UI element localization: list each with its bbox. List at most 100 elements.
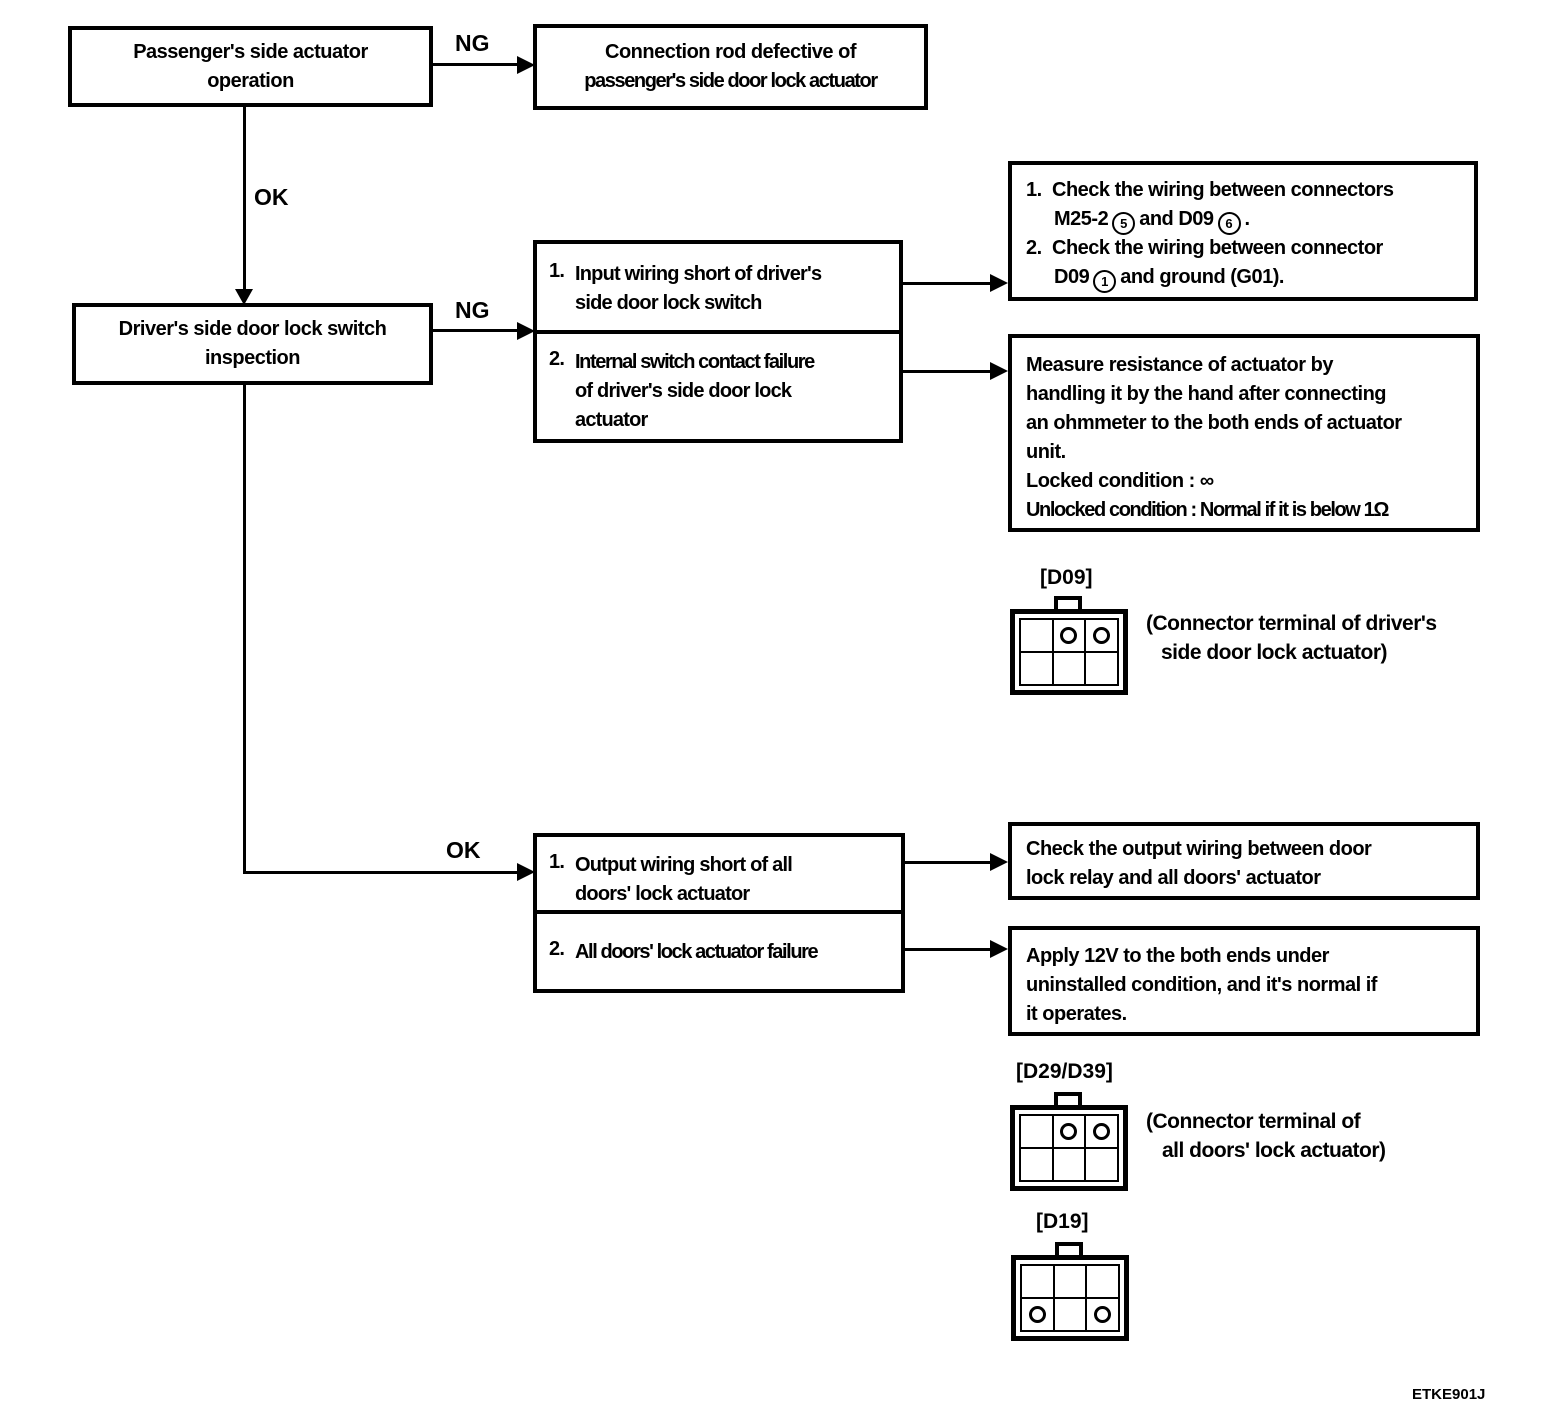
item-number: 2.	[549, 938, 565, 960]
item-number: 1.	[549, 851, 565, 873]
flow-line	[432, 63, 519, 66]
pin-circle	[1060, 627, 1078, 644]
flow-line	[903, 282, 992, 285]
box-text-line: Output wiring short of all	[575, 854, 793, 876]
pin-cell-occupied	[1051, 618, 1087, 653]
check-wiring-box: 1. Check the wiring between connectors M2…	[1008, 161, 1478, 301]
section-divider	[537, 910, 901, 914]
item-text: Output wiring short of all doors' lock a…	[575, 851, 793, 909]
item-number: 1.	[1026, 179, 1042, 201]
arrow-right-icon	[517, 863, 535, 881]
box-text-line: All doors' lock actuator failure	[575, 941, 819, 963]
flow-line	[243, 107, 246, 289]
box-text-line: Connection rod defective of	[605, 41, 856, 63]
box-text-line: Check the wiring between connectors	[1052, 179, 1394, 201]
box-text-line: unit.	[1026, 441, 1066, 463]
arrow-right-icon	[517, 56, 535, 74]
box-text-line: Apply 12V to the both ends under	[1026, 945, 1329, 967]
pin-cell-empty	[1052, 1297, 1088, 1332]
box-text-line: it operates.	[1026, 1003, 1127, 1025]
flow-line	[243, 385, 246, 874]
text-segment: and D09	[1139, 208, 1214, 230]
box-text-line: Unlocked condition : Normal if it is bel…	[1026, 499, 1389, 521]
pin-cell-empty	[1020, 1264, 1055, 1299]
item-number: 2.	[1026, 237, 1042, 259]
pin-circle	[1028, 1306, 1046, 1323]
box-text-line: passenger's side door lock actuator	[584, 70, 878, 92]
box-text-line: lock relay and all doors' actuator	[1026, 867, 1321, 889]
pin-circle	[1060, 1123, 1078, 1140]
item-text: Input wiring short of driver's side door…	[575, 260, 822, 318]
pin-cell-empty	[1052, 1264, 1088, 1299]
box-text-line: Passenger's side actuator	[133, 40, 368, 63]
section-divider	[537, 330, 899, 334]
box-text-line: Check the wiring between connector	[1052, 237, 1383, 259]
arrow-right-icon	[990, 362, 1008, 380]
box-text-line: Input wiring short of driver's	[575, 263, 822, 285]
pin-circle	[1094, 1306, 1112, 1323]
box-text-line: an ohmmeter to the both ends of actuator	[1026, 412, 1402, 434]
connector-pin-grid	[1011, 1255, 1129, 1341]
ok-cause-2: 2. All doors' lock actuator failure	[537, 914, 901, 967]
pin-cell-empty	[1019, 1114, 1054, 1149]
flow-line	[433, 329, 519, 332]
box-text-line: side door lock switch	[575, 292, 762, 314]
pin-cell-empty	[1019, 1147, 1054, 1182]
pin-cell-empty	[1051, 651, 1087, 686]
circled-number: 6	[1217, 212, 1241, 235]
box-text-line: Driver's side door lock switch	[118, 318, 387, 340]
flow-line	[905, 948, 992, 951]
box-text-line: Measure resistance of actuator by	[1026, 354, 1333, 376]
ok-label: OK	[254, 184, 289, 210]
pin-cell-occupied	[1085, 1297, 1120, 1332]
ok-cause-1: 1. Output wiring short of all doors' loc…	[537, 837, 901, 910]
item-number: 1.	[549, 260, 565, 282]
connection-rod-defect-box: Connection rod defective of passenger's …	[533, 24, 928, 110]
arrow-right-icon	[990, 274, 1008, 292]
connector-caption: (Connector terminal of	[1146, 1110, 1361, 1133]
arrow-right-icon	[990, 853, 1008, 871]
connector-pin-grid	[1010, 1105, 1128, 1191]
arrow-down-icon	[235, 289, 253, 305]
flow-line	[243, 871, 519, 874]
document-code: ETKE901J	[1412, 1386, 1486, 1403]
pin-circle	[1093, 627, 1111, 644]
connector-caption: side door lock actuator)	[1161, 641, 1388, 664]
ng-label: NG	[455, 30, 490, 56]
ng-cause-1: 1. Input wiring short of driver's side d…	[537, 244, 899, 330]
item-number: 2.	[549, 348, 565, 370]
check-output-wiring-box: Check the output wiring between door loc…	[1008, 822, 1480, 900]
box-text-line: handling it by the hand after connecting	[1026, 383, 1387, 405]
box-text-line: Check the output wiring between door	[1026, 838, 1372, 860]
ok-causes-box: 1. Output wiring short of all doors' loc…	[533, 833, 905, 993]
box-text-line: of driver's side door lock	[575, 380, 792, 402]
text-segment: and ground (G01).	[1120, 266, 1284, 288]
pin-cell-occupied	[1084, 618, 1119, 653]
d19-connector-label: [D19]	[1036, 1210, 1089, 1233]
measure-resistance-box: Measure resistance of actuator by handli…	[1008, 334, 1480, 532]
d29-d39-connector-label: [D29/D39]	[1016, 1060, 1113, 1083]
arrow-right-icon	[990, 940, 1008, 958]
ng-cause-2: 2. Internal switch contact failure of dr…	[537, 334, 899, 435]
connector-pin-grid	[1010, 609, 1128, 695]
circled-number: 5	[1112, 212, 1136, 235]
arrow-right-icon	[517, 322, 535, 340]
pin-cell-empty	[1019, 618, 1054, 653]
pin-cell-occupied	[1020, 1297, 1055, 1332]
pin-cell-empty	[1019, 651, 1054, 686]
flow-line	[903, 370, 992, 373]
circled-number: 1	[1093, 270, 1117, 293]
d09-connector-label: [D09]	[1040, 566, 1093, 589]
item-text: Internal switch contact failure of drive…	[575, 348, 815, 435]
text-segment: .	[1244, 208, 1251, 230]
box-text-line: actuator	[575, 409, 648, 431]
box-text-line: Locked condition : ∞	[1026, 470, 1214, 492]
pin-cell-empty	[1084, 1147, 1119, 1182]
ok-label: OK	[446, 837, 481, 863]
connector-caption: (Connector terminal of driver's	[1146, 612, 1437, 635]
ng-label: NG	[455, 297, 490, 323]
box-text-line: uninstalled condition, and it's normal i…	[1026, 974, 1377, 996]
